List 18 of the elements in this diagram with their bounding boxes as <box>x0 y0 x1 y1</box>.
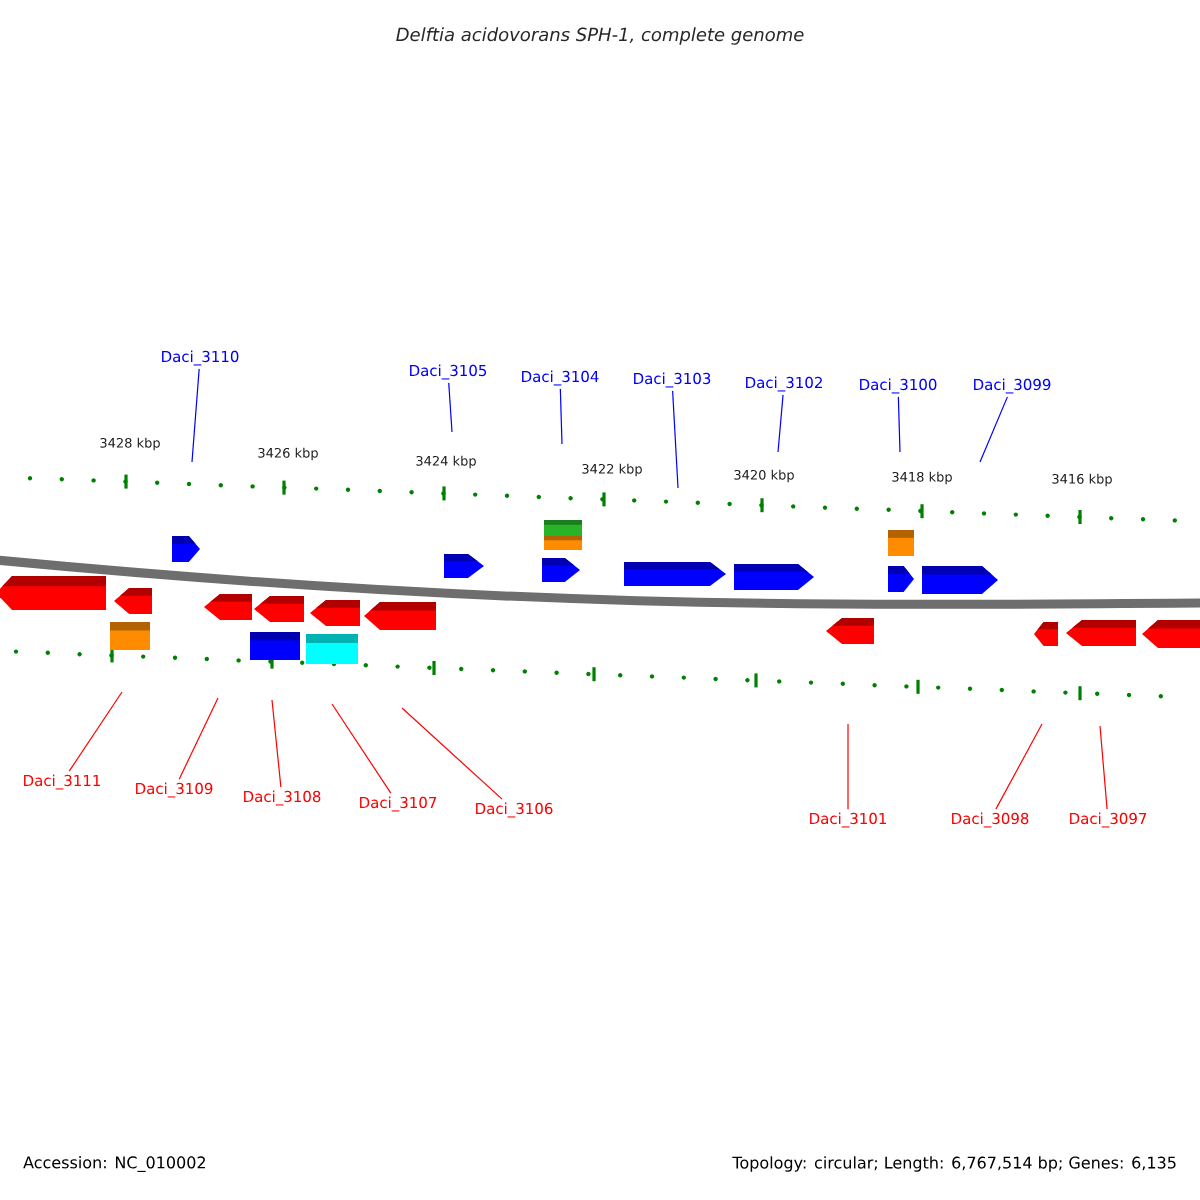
leader-line <box>672 390 679 489</box>
leader-line <box>1099 725 1108 810</box>
title: Delftia acidovorans SPH-1, complete genome <box>396 27 804 45</box>
leader-line <box>995 723 1043 810</box>
leader-line <box>897 396 901 453</box>
footer-text: Accession: NC_010002 <box>23 1156 205 1172</box>
leader-line <box>777 394 784 453</box>
leader-line <box>401 707 503 800</box>
leader-line <box>559 388 563 445</box>
leader-line <box>271 699 282 788</box>
leader-line <box>847 723 849 810</box>
footer-text: Topology: circular; Length: 6,767,514 bp; Genes: 6,135 <box>732 1156 1176 1172</box>
leader-line <box>191 368 200 463</box>
leader-line <box>448 382 453 433</box>
leader-line <box>979 396 1009 463</box>
leader-line <box>178 697 219 780</box>
leader-line <box>68 691 123 772</box>
leader-line <box>331 703 392 794</box>
